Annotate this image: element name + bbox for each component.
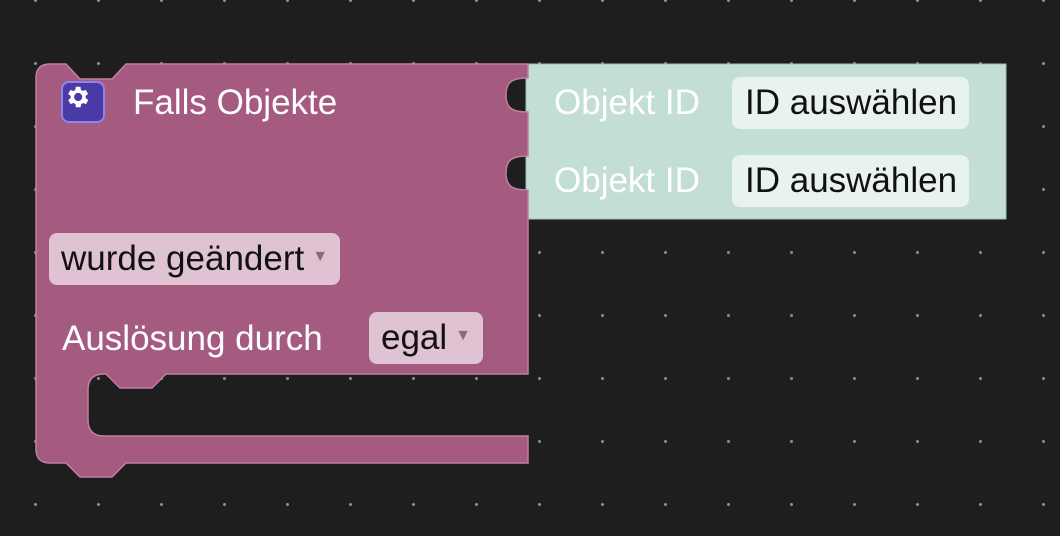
- object-id-block[interactable]: [525, 63, 1007, 220]
